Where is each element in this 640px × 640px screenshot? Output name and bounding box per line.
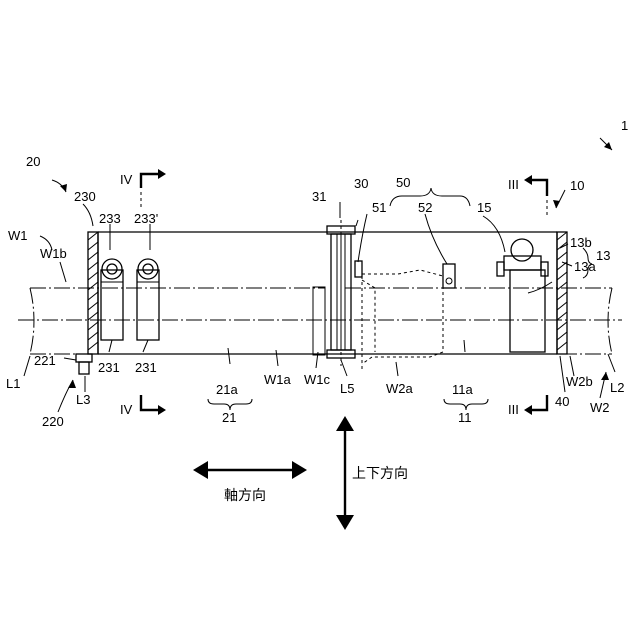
main-frame (98, 232, 557, 354)
clamp-arm-left (101, 259, 123, 340)
label-IV-top: IV (120, 172, 133, 187)
label-231-right: 231 (135, 360, 157, 375)
label-1: 1 (621, 118, 628, 133)
label-20: 20 (26, 154, 40, 169)
label-axial-direction: 軸方向 (224, 487, 266, 503)
label-11: 11 (458, 410, 472, 425)
label-III-top: III (508, 177, 519, 192)
label-15: 15 (477, 200, 491, 215)
label-31: 31 (312, 189, 326, 204)
w1c-block (313, 287, 325, 355)
label-233: 233 (99, 211, 121, 226)
label-L1: L1 (6, 376, 20, 391)
sensor-51 (355, 261, 362, 277)
label-221: 221 (34, 353, 56, 368)
reference-labels: 1 10 20 30 31 50 51 52 15 13 13b 13a 230… (6, 118, 628, 503)
label-233-prime: 233' (134, 211, 158, 226)
label-L5: L5 (340, 381, 354, 396)
label-30: 30 (354, 176, 368, 191)
label-L3: L3 (76, 392, 90, 407)
label-W2b: W2b (566, 374, 593, 389)
label-21: 21 (222, 410, 236, 425)
label-III-bottom: III (508, 402, 519, 417)
axial-direction-arrow (193, 461, 307, 479)
right-end-plate (557, 232, 567, 354)
section-iii-top (524, 175, 547, 216)
label-13: 13 (596, 248, 610, 263)
sensor-52 (443, 264, 455, 288)
section-iii-bottom (524, 395, 547, 415)
label-W1a: W1a (264, 372, 292, 387)
pin-221 (76, 354, 92, 374)
label-52: 52 (418, 200, 432, 215)
label-13a: 13a (574, 259, 596, 274)
label-W1c: W1c (304, 372, 331, 387)
section-iv-top (141, 169, 166, 210)
label-40: 40 (555, 394, 569, 409)
label-220: 220 (42, 414, 64, 429)
label-W1: W1 (8, 228, 28, 243)
label-51: 51 (372, 200, 386, 215)
label-231-left: 231 (98, 360, 120, 375)
clamp-arm-right (137, 259, 159, 340)
label-230: 230 (74, 189, 96, 204)
workpiece-w2-dashed (362, 270, 443, 364)
gripper-15 (497, 239, 548, 352)
blade-30 (327, 220, 355, 366)
workpiece-w1 (30, 288, 325, 354)
workpiece-w2 (345, 288, 612, 354)
label-vertical-direction: 上下方向 (352, 465, 408, 481)
left-end-plate (88, 232, 98, 354)
section-iv-bottom (141, 395, 166, 415)
label-11a: 11a (452, 382, 473, 397)
label-W2a: W2a (386, 381, 414, 396)
label-W2: W2 (590, 400, 610, 415)
label-IV-bottom: IV (120, 402, 133, 417)
label-W1b: W1b (40, 246, 67, 261)
label-L2: L2 (610, 380, 624, 395)
label-10: 10 (570, 178, 584, 193)
label-50: 50 (396, 175, 410, 190)
label-21a: 21a (216, 382, 238, 397)
label-13b: 13b (570, 235, 592, 250)
